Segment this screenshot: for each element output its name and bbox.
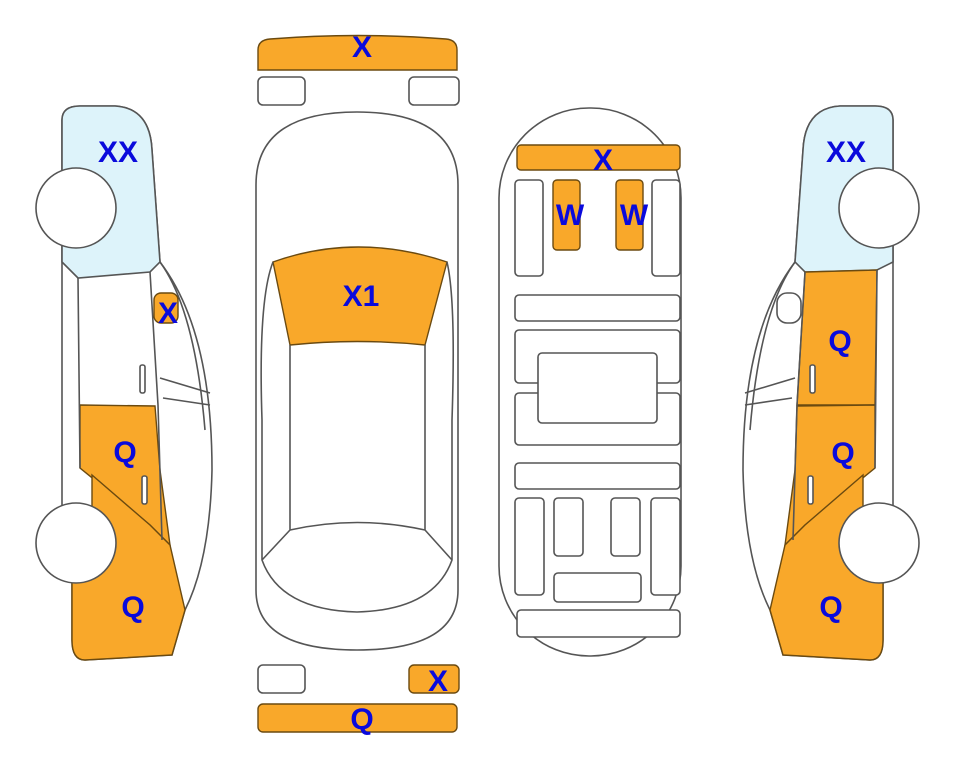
label-right-front-door: Q — [831, 437, 854, 470]
right-side-view: XX Q Q Q — [742, 105, 920, 661]
front-right-light — [408, 76, 460, 106]
label-left-front-door: Q — [113, 436, 136, 469]
right-front-wheel — [838, 502, 920, 584]
rear-bumper-panel — [257, 703, 458, 733]
underbody-part — [514, 462, 681, 490]
label-front-bumper: X — [352, 31, 372, 64]
rear-left-light — [257, 664, 306, 694]
underbody-part — [553, 497, 584, 557]
label-left-rear: XX — [98, 136, 138, 169]
left-front-door-handle — [141, 475, 148, 505]
label-windshield: X1 — [343, 280, 380, 313]
top-inner-lines — [260, 261, 455, 613]
label-underbody-front: X — [593, 144, 613, 177]
underbody-front-panel — [516, 144, 681, 171]
left-rear-wheel — [35, 167, 117, 249]
underbody-part — [516, 609, 681, 638]
label-underbody-right-seat: W — [620, 199, 649, 232]
left-rear-door-handle — [139, 364, 146, 394]
underbody-part — [610, 497, 641, 557]
underbody-part — [650, 497, 681, 596]
left-side-view: XX X Q Q — [35, 105, 213, 661]
label-rear-right-light: X — [428, 665, 448, 698]
right-front-door-handle — [807, 475, 814, 505]
right-rear-wheel — [838, 167, 920, 249]
front-left-light — [257, 76, 306, 106]
underbody-part — [537, 352, 658, 424]
underbody-view: X W W — [498, 107, 682, 657]
label-right-rear: XX — [826, 136, 866, 169]
underbody-right-seat-panel — [615, 179, 644, 251]
rear-right-light-panel — [408, 664, 460, 694]
label-right-front-fender: Q — [819, 591, 842, 624]
top-view: X X1 X Q — [255, 31, 460, 736]
right-mirror — [776, 292, 802, 324]
front-bumper-panel — [257, 34, 458, 71]
label-left-mirror: X — [158, 297, 178, 330]
label-underbody-left-seat: W — [556, 199, 585, 232]
label-right-rear-door: Q — [828, 325, 851, 358]
label-left-front-fender: Q — [121, 591, 144, 624]
top-body-outline — [255, 111, 459, 651]
underbody-part — [514, 294, 681, 322]
label-rear-bumper: Q — [350, 703, 373, 736]
left-front-wheel — [35, 502, 117, 584]
left-mirror-panel — [153, 292, 179, 324]
underbody-left-seat-panel — [552, 179, 581, 251]
underbody-part — [514, 179, 544, 277]
left-door-lines — [77, 261, 211, 541]
right-door-lines — [744, 261, 878, 541]
underbody-part — [651, 179, 681, 277]
underbody-part — [553, 572, 642, 603]
right-rear-door-handle — [809, 364, 816, 394]
underbody-part — [514, 497, 545, 596]
